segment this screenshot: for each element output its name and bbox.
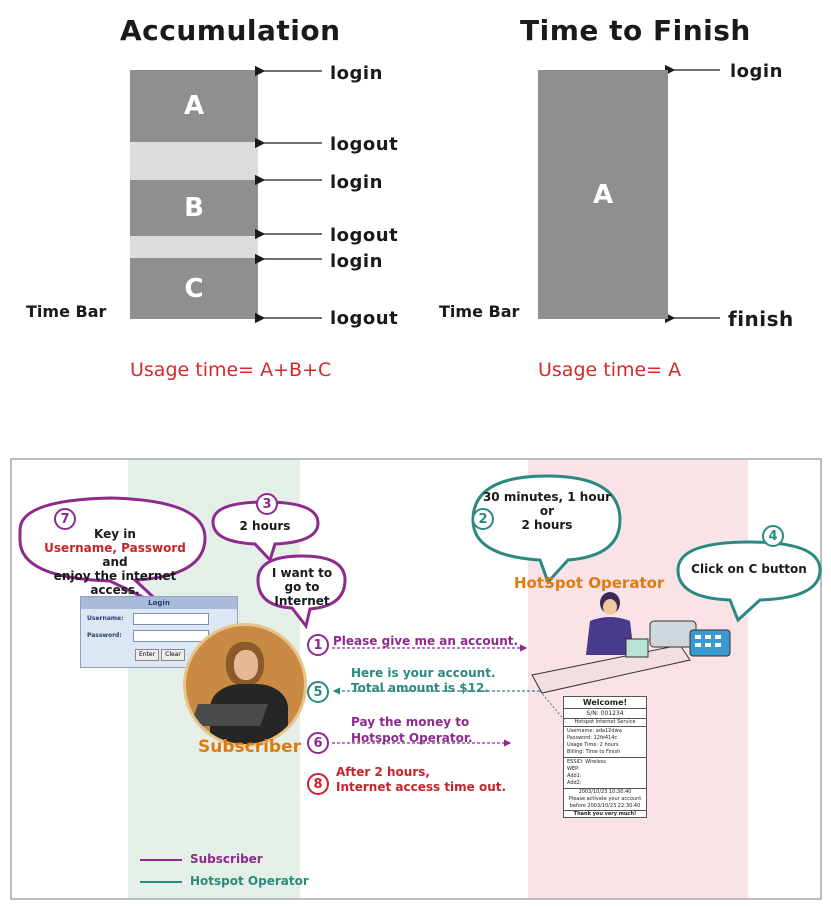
- step-6-line2: Hotspot Operator.: [351, 731, 473, 745]
- event-login-3: login: [330, 251, 383, 272]
- step-5-line1: Here is your account.: [351, 666, 496, 680]
- event-logout-2: logout: [330, 225, 398, 246]
- step-number-8: 8: [307, 773, 329, 795]
- event-logout-1: logout: [330, 134, 398, 155]
- segment-a-finish: A: [538, 70, 668, 319]
- step-number-1: 1: [307, 634, 329, 656]
- flow-arrows: [0, 460, 831, 900]
- step-6-line1: Pay the money to: [351, 715, 469, 729]
- step-number-5: 5: [307, 681, 329, 703]
- step-1-text: Please give me an account.: [333, 634, 518, 648]
- time-to-finish-title: Time to Finish: [520, 14, 751, 47]
- time-bar-label: Time Bar: [26, 302, 106, 321]
- event-login-2: login: [330, 172, 383, 193]
- time-bar-label-finish: Time Bar: [439, 302, 519, 321]
- event-arrows: [0, 0, 831, 400]
- step-number-6: 6: [307, 732, 329, 754]
- step-5-line2: Total amount is $12.: [351, 681, 489, 695]
- legend-subscriber: Subscriber: [190, 852, 263, 866]
- event-logout-3: logout: [330, 308, 398, 329]
- step-8-line2: Internet access time out.: [336, 780, 506, 794]
- time-to-finish-formula: Usage time= A: [538, 359, 681, 381]
- legend-swatch-operator: [140, 881, 182, 883]
- step-8-line1: After 2 hours,: [336, 765, 430, 779]
- event-login-finish: login: [730, 61, 783, 82]
- event-login-1: login: [330, 63, 383, 84]
- legend-operator: Hotspot Operator: [190, 874, 309, 888]
- event-finish: finish: [728, 307, 794, 331]
- accumulation-formula: Usage time= A+B+C: [130, 359, 331, 381]
- legend-swatch-subscriber: [140, 859, 182, 861]
